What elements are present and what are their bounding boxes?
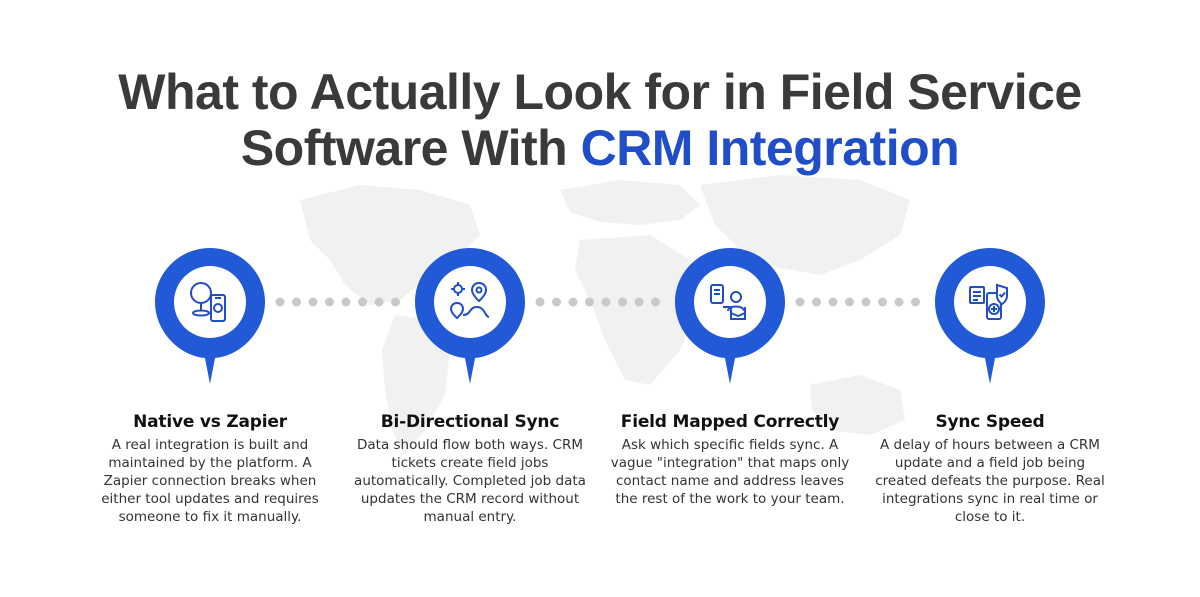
pin-field-mapped-correctly (675, 248, 785, 384)
feature-heading: Bi-Directional Sync (380, 412, 560, 432)
connector-dot (828, 297, 838, 307)
pin-marker-shape (935, 248, 1045, 384)
feature-body: Ask which specific fields sync. A vague … (610, 437, 850, 507)
connector-dot (585, 297, 594, 307)
connector-dot (535, 297, 545, 307)
connector-dot (358, 297, 367, 307)
field-mapping-icon (710, 284, 746, 320)
feature-field-mapped-correctly: Field Mapped Correctly Ask which specifi… (610, 412, 850, 508)
feature-heading: Sync Speed (935, 412, 1045, 432)
connector-dot (894, 297, 904, 307)
feature-heading: Native vs Zapier (133, 412, 287, 432)
connector-dot (845, 297, 854, 307)
connector-dot (651, 297, 660, 307)
connector-dot (911, 297, 920, 307)
connector-dot (812, 297, 821, 307)
page-title: What to Actually Look for in Field Servi… (0, 64, 1200, 176)
feature-heading: Field Mapped Correctly (620, 412, 840, 432)
connector-dot (391, 297, 400, 307)
connector-dot (618, 297, 627, 307)
feature-body: Data should flow both ways. CRM tickets … (354, 437, 586, 525)
connector-dot (275, 297, 285, 307)
pin-marker-shape (415, 248, 525, 384)
connector-dot (374, 297, 384, 307)
pin-bi-directional-sync (415, 248, 525, 384)
connector-dot (861, 297, 871, 307)
feature-body: A real integration is built and maintain… (101, 437, 319, 525)
pin-native-vs-zapier (155, 248, 265, 384)
connector-dot (308, 297, 318, 307)
connector-dot (568, 297, 578, 307)
connector-dot (878, 297, 887, 307)
connector-dot (292, 297, 301, 307)
connector-dot (325, 297, 334, 307)
secure-sync-speed-icon (969, 283, 1008, 320)
title-line-2-accent: CRM Integration (580, 120, 960, 176)
connector-dot (341, 297, 351, 307)
feature-body: A delay of hours between a CRM update an… (875, 437, 1105, 525)
connector-dot (795, 297, 805, 307)
feature-sync-speed: Sync Speed A delay of hours between a CR… (870, 412, 1110, 526)
route-sync-icon (449, 281, 490, 320)
location-phone-icon (190, 282, 226, 322)
feature-native-vs-zapier: Native vs Zapier A real integration is b… (90, 412, 330, 526)
title-line-2-prefix: Software With (240, 120, 581, 176)
connector-dot (634, 297, 644, 307)
connector-dot (601, 297, 611, 307)
pin-sync-speed (935, 248, 1045, 384)
feature-bi-directional-sync: Bi-Directional Sync Data should flow bot… (350, 412, 590, 526)
title-line-1: What to Actually Look for in Field Servi… (118, 64, 1082, 120)
connector-dot (552, 297, 561, 307)
